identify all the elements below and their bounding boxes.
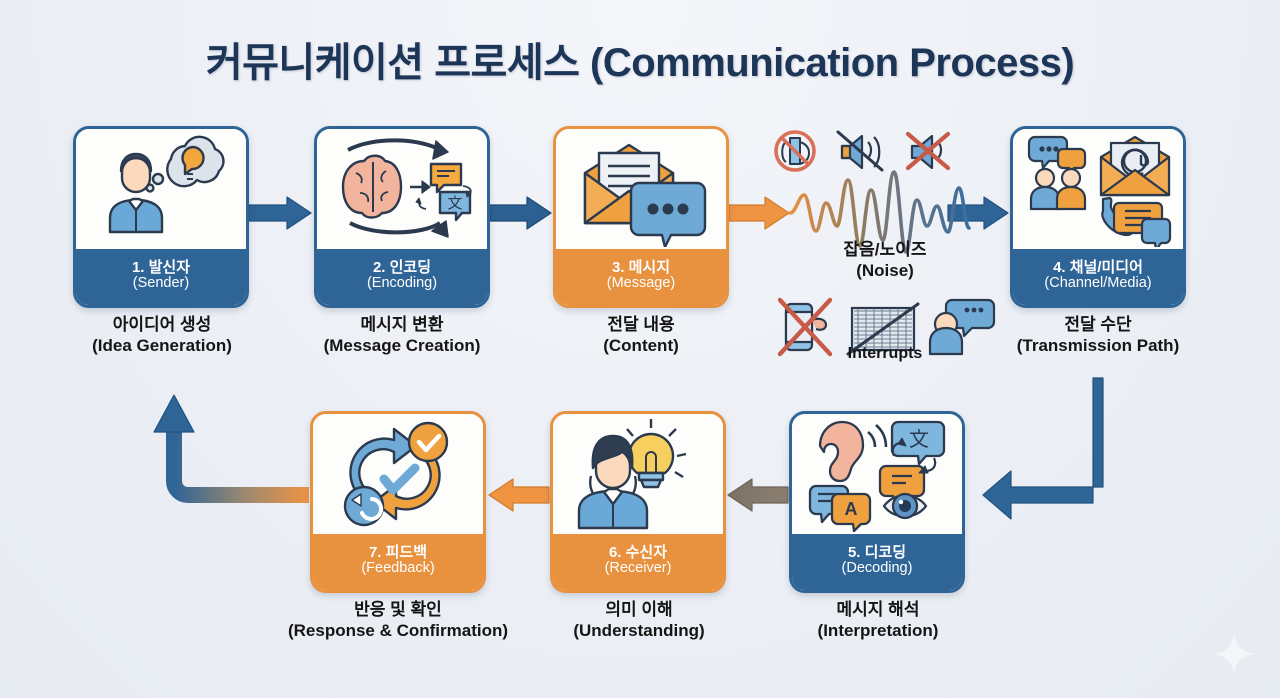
arrow-encoding-to-message (489, 196, 552, 230)
caption-channel: 전달 수단 (Transmission Path) (948, 315, 1248, 356)
envelope-and-speech-bubble-icon (583, 143, 707, 247)
crossed-out-static-screen-icon (846, 302, 920, 356)
person-talking-icon (928, 298, 996, 356)
muted-speaker-icon (836, 130, 884, 172)
caption-receiver: 의미 이해 (Understanding) (489, 600, 789, 641)
step-label-ko: 3. 메시지 (611, 259, 671, 277)
step-card-decoding[interactable]: 文 A 5. 디코딩 (Decoding) (789, 411, 965, 593)
card-header-message: 3. 메시지 (Message) (556, 249, 726, 305)
card-art-message (556, 129, 726, 249)
step-card-receiver[interactable]: 6. 수신자 (Receiver) (550, 411, 726, 593)
svg-text:A: A (845, 499, 858, 519)
noise-label: 잡음/노이즈 (Noise) (760, 240, 1010, 281)
step-label-ko: 2. 인코딩 (372, 259, 432, 277)
card-header-sender: 1. 발신자 (Sender) (76, 249, 246, 305)
step-label-en: (Encoding) (366, 275, 438, 292)
svg-text:文: 文 (447, 194, 462, 212)
step-label-ko: 5. 디코딩 (847, 544, 907, 562)
card-header-feedback: 7. 피드백 (Feedback) (313, 534, 483, 590)
sparkle-icon (1214, 634, 1254, 674)
step-label-en: (Feedback) (361, 560, 435, 577)
arrow-decoding-to-receiver (727, 478, 789, 512)
card-header-encoding: 2. 인코딩 (Encoding) (317, 249, 487, 305)
card-art-channel (1013, 129, 1183, 249)
circular-arrows-check-icon (343, 421, 449, 527)
step-label-en: (Decoding) (841, 560, 913, 577)
noise-label-ko: 잡음/노이즈 (843, 240, 927, 259)
caption-en: (Idea Generation) (92, 335, 232, 355)
step-label-ko: 1. 발신자 (131, 259, 191, 277)
step-label-ko: 6. 수신자 (608, 544, 668, 562)
card-header-channel: 4. 채널/미디어 (Channel/Media) (1013, 249, 1183, 305)
page-title: 커뮤니케이션 프로세스 (Communication Process) (205, 41, 1075, 85)
step-card-message[interactable]: 3. 메시지 (Message) (553, 126, 729, 308)
caption-en: (Interpretation) (817, 620, 939, 640)
caption-ko: 메시지 변환 (360, 315, 444, 334)
noise-icons (774, 130, 996, 357)
caption-ko: 반응 및 확인 (354, 600, 442, 619)
caption-ko: 전달 내용 (607, 315, 675, 334)
card-art-receiver (553, 414, 723, 534)
interrupts-label: Interrupts (847, 345, 923, 362)
caption-ko: 아이디어 생성 (112, 315, 212, 334)
card-art-encoding: 文 (317, 129, 487, 249)
caption-message: 전달 내용 (Content) (491, 315, 791, 356)
caption-ko: 메시지 해석 (836, 600, 920, 619)
people-email-phone-chat-icon (1027, 135, 1172, 247)
arrow-sender-to-encoding (248, 196, 312, 230)
step-label-en: (Message) (606, 275, 676, 292)
step-label-en: (Sender) (132, 275, 190, 292)
card-header-decoding: 5. 디코딩 (Decoding) (792, 534, 962, 590)
caption-sender: 아이디어 생성 (Idea Generation) (12, 315, 312, 356)
no-megaphone-icon (774, 130, 816, 172)
card-art-decoding: 文 A (792, 414, 962, 534)
step-card-channel[interactable]: 4. 채널/미디어 (Channel/Media) (1010, 126, 1186, 308)
step-label-ko: 4. 채널/미디어 (1053, 259, 1143, 277)
noise-label-en: (Noise) (856, 260, 914, 280)
person-with-lightbulb-icon (577, 419, 687, 530)
crossed-out-phone-icon (777, 297, 833, 357)
caption-en: (Understanding) (573, 620, 705, 640)
noise-group (760, 128, 1010, 378)
card-art-sender (76, 129, 246, 249)
card-art-feedback (313, 414, 483, 534)
caption-en: (Response & Confirmation) (287, 620, 509, 640)
svg-text:文: 文 (909, 427, 929, 451)
arrow-message-to-noise (728, 196, 790, 230)
brain-to-chat-bubbles-icon: 文 (341, 138, 472, 238)
step-card-encoding[interactable]: 文 2. 인코딩 (Encoding) (314, 126, 490, 308)
ear-translate-eye-icon: 文 A (808, 420, 946, 532)
crossed-out-speaker-icon (905, 131, 951, 171)
step-card-sender[interactable]: 1. 발신자 (Sender) (73, 126, 249, 308)
caption-decoding: 메시지 해석 (Interpretation) (728, 600, 1028, 641)
noise-waveform-icon (788, 170, 971, 254)
caption-ko: 전달 수단 (1064, 315, 1132, 334)
person-thinking-idea-icon (108, 135, 225, 234)
step-label-ko: 7. 피드백 (368, 544, 428, 562)
step-label-en: (Receiver) (604, 560, 672, 577)
card-header-receiver: 6. 수신자 (Receiver) (553, 534, 723, 590)
arrow-receiver-to-feedback (488, 478, 550, 512)
caption-en: (Message Creation) (323, 335, 481, 355)
arrow-channel-to-decoding (982, 377, 1104, 520)
step-card-feedback[interactable]: 7. 피드백 (Feedback) (310, 411, 486, 593)
arrow-feedback-to-sender (153, 394, 309, 503)
caption-feedback: 반응 및 확인 (Response & Confirmation) (248, 600, 548, 641)
step-label-en: (Channel/Media) (1044, 275, 1152, 292)
caption-encoding: 메시지 변환 (Message Creation) (252, 315, 552, 356)
caption-en: (Content) (603, 335, 679, 355)
caption-en: (Transmission Path) (1016, 335, 1180, 355)
caption-ko: 의미 이해 (605, 600, 673, 619)
